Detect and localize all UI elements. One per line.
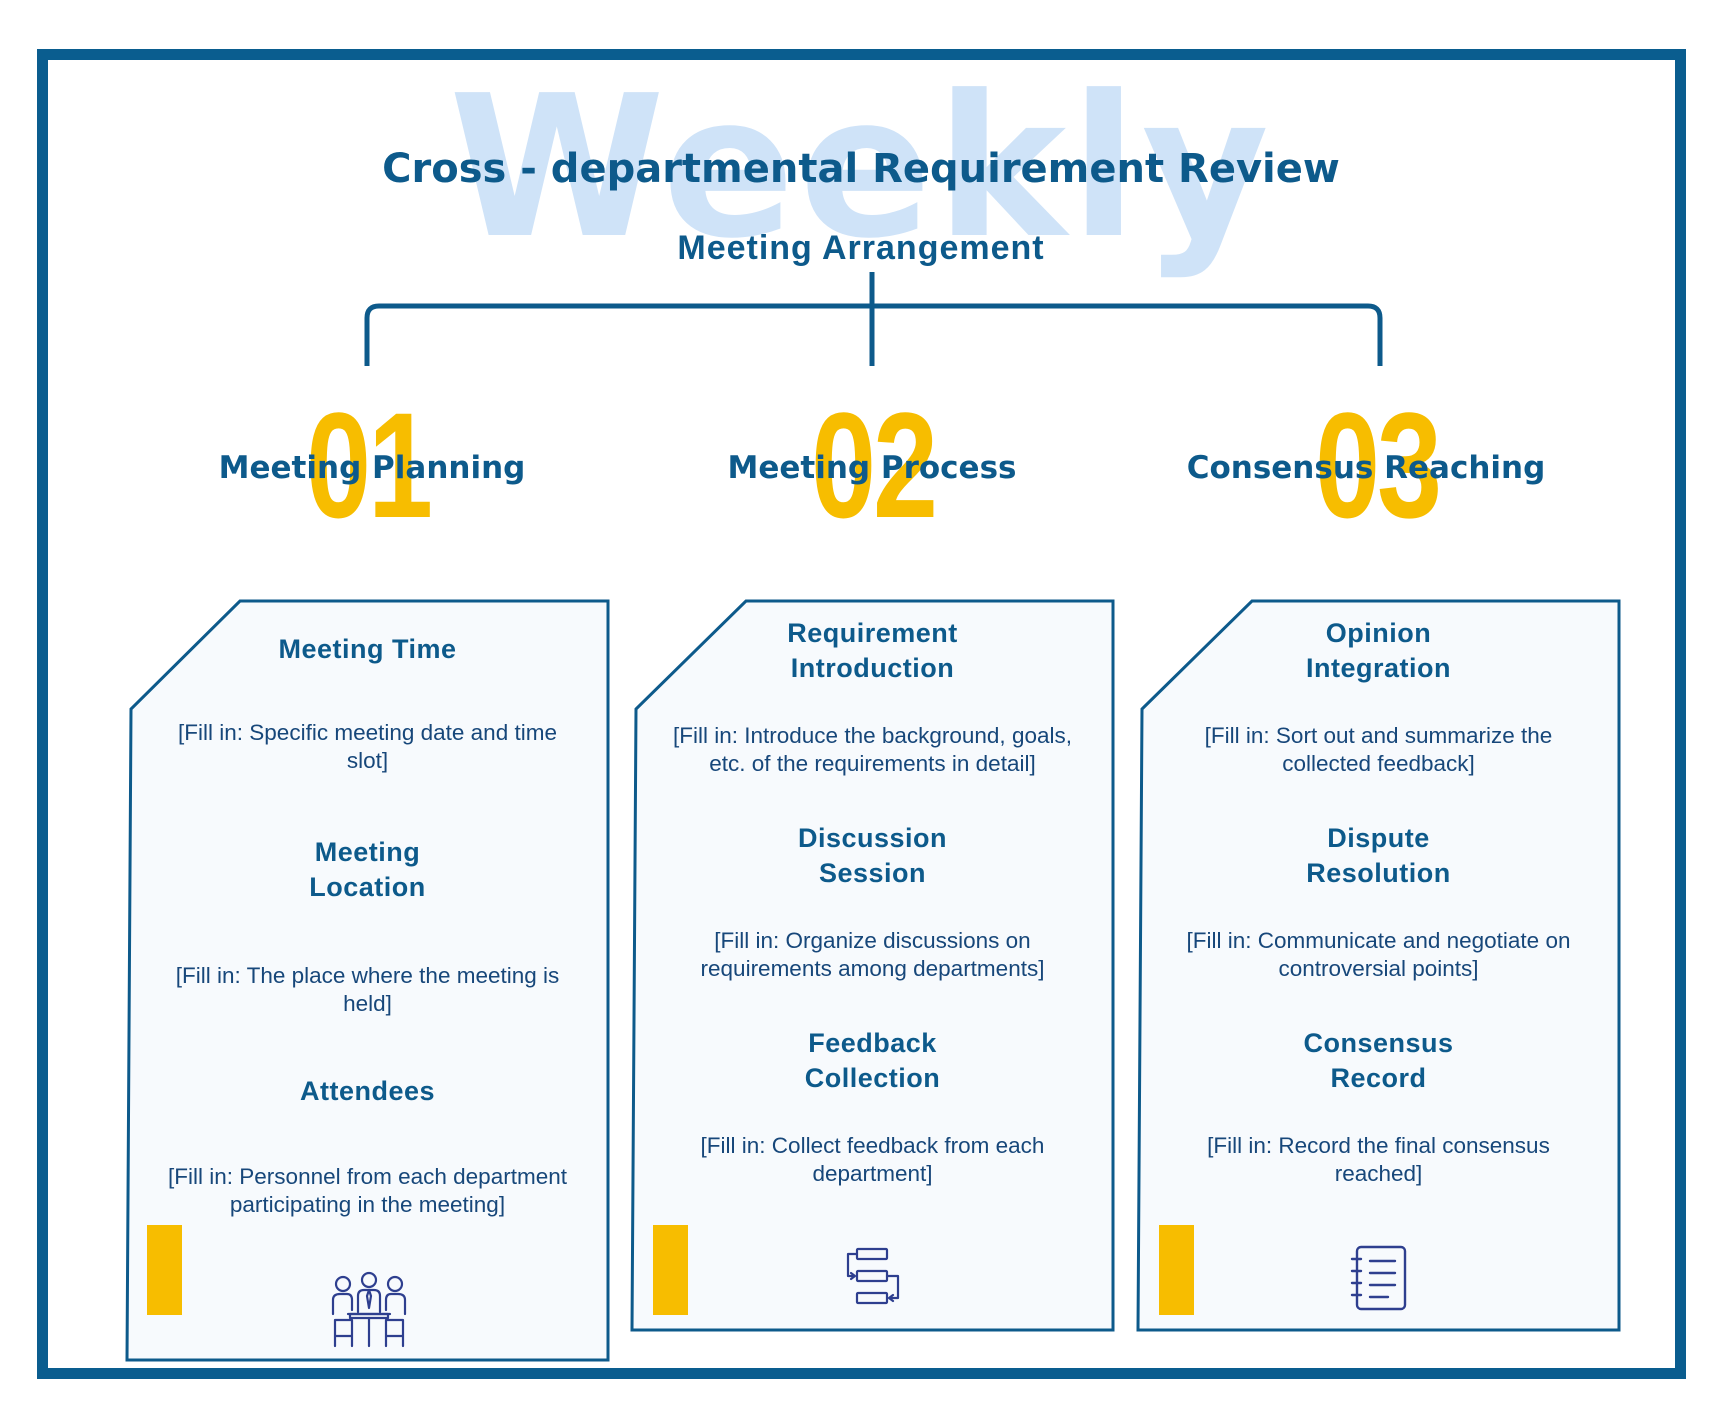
stage-number-01: 01	[306, 381, 433, 549]
item-desc: [Fill in: Introduce the background, goal…	[673, 723, 1072, 776]
item-title: Meeting Time	[278, 634, 457, 664]
stage-title-planning: Meeting Planning	[218, 450, 526, 486]
stage-title-consensus: Consensus Reaching	[1186, 450, 1546, 486]
page-subtitle: Meeting Arrangement	[677, 229, 1045, 267]
item-desc: [Fill in: Record the final consensus rea…	[1207, 1133, 1550, 1186]
card-planning	[125, 599, 610, 1362]
item-desc: [Fill in: Specific meeting date and time…	[178, 720, 557, 773]
item-title: Discussion Session	[797, 823, 948, 888]
item-title: Dispute Resolution	[1306, 823, 1451, 888]
card-process-content: Requirement Introduction [Fill in: Intro…	[660, 616, 1085, 1188]
item-desc: [Fill in: Collect feedback from each dep…	[700, 1133, 1045, 1186]
accent-bar	[653, 1225, 688, 1315]
page-title: Cross - departmental Requirement Review	[382, 146, 1340, 192]
stage-title-process: Meeting Process	[727, 450, 1017, 486]
watermark-text: Weekly	[448, 54, 1274, 282]
stage-number-02: 02	[811, 381, 938, 549]
item-desc: [Fill in: Sort out and summarize the col…	[1204, 723, 1553, 776]
item-title: Opinion Integration	[1306, 618, 1451, 683]
notebook-icon	[1350, 1245, 1407, 1311]
card-consensus	[1136, 599, 1621, 1332]
card-consensus-content: Opinion Integration [Fill in: Sort out a…	[1166, 616, 1591, 1188]
accent-bar	[1159, 1225, 1194, 1315]
item-desc: [Fill in: Organize discussions on requir…	[700, 928, 1045, 981]
meeting-people-icon	[331, 1271, 407, 1348]
item-desc: [Fill in: The place where the meeting is…	[175, 963, 560, 1016]
item-desc: [Fill in: Communicate and negotiate on c…	[1186, 928, 1571, 981]
card-planning-content: Meeting Time [Fill in: Specific meeting …	[155, 632, 580, 1219]
item-title: Attendees	[299, 1076, 436, 1106]
process-flow-icon	[846, 1247, 900, 1305]
branch-connector	[364, 272, 1383, 366]
item-title: Consensus Record	[1303, 1028, 1454, 1093]
item-title: Requirement Introduction	[787, 618, 958, 683]
item-title: Feedback Collection	[804, 1028, 941, 1093]
item-title: Meeting Location	[309, 837, 426, 902]
stage-number-03: 03	[1315, 381, 1442, 549]
accent-bar	[147, 1225, 182, 1315]
card-process	[630, 599, 1115, 1332]
item-desc: [Fill in: Personnel from each department…	[168, 1164, 567, 1217]
